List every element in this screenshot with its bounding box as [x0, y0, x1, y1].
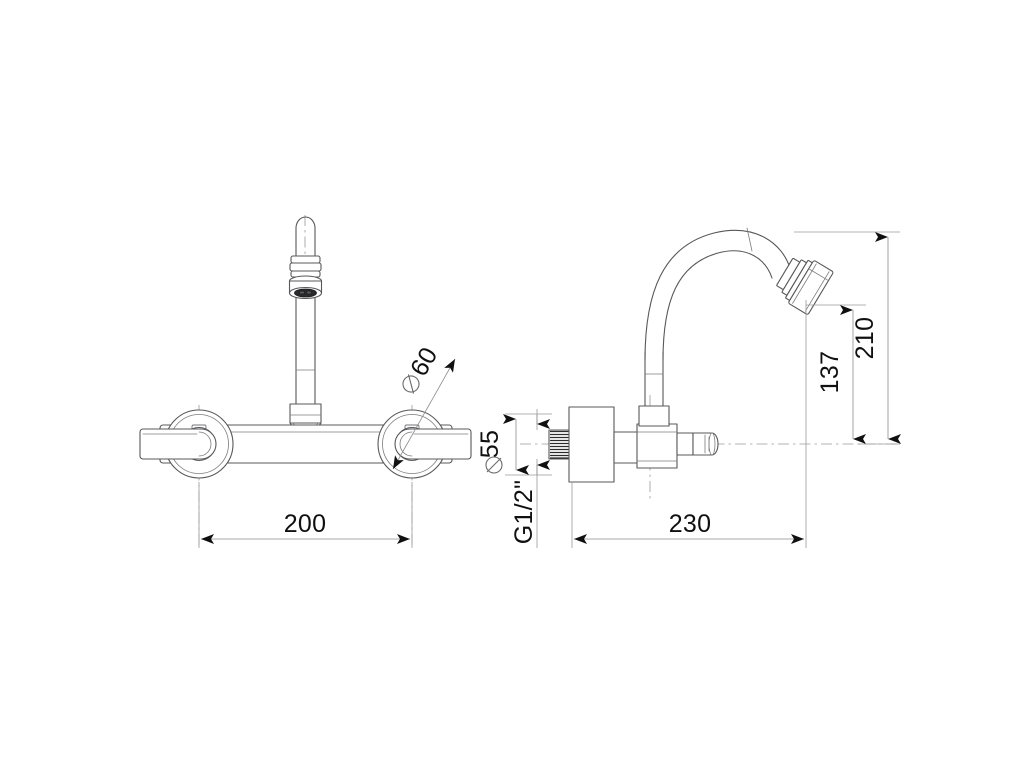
side-handle-stub: [676, 432, 719, 456]
dimension-label-137: 137: [816, 351, 844, 394]
side-escutcheon-block: [568, 406, 615, 483]
front-view: 60 200: [139, 215, 472, 548]
dimension-inlet-centres: 55: [476, 413, 552, 476]
dimension-label-55: 55: [476, 430, 504, 458]
dimension-label-60: 60: [405, 342, 443, 381]
dimension-label-210: 210: [851, 317, 879, 360]
dimension-thread-size: G1/2": [510, 409, 550, 548]
dimension-centre-distance: 200: [198, 482, 413, 548]
side-view: 55 G1/2" 230: [476, 227, 901, 548]
dimension-overall-height: 210: [794, 231, 901, 445]
side-riser: [638, 351, 670, 427]
thread-hatching: [550, 430, 571, 459]
side-inlet-thread: [548, 429, 573, 460]
front-right-handle-assembly: [377, 409, 472, 479]
front-spout: [288, 216, 323, 445]
dimension-spout-reach: 230: [571, 300, 807, 548]
side-body: [613, 423, 678, 469]
dimension-label-200: 200: [284, 510, 327, 538]
front-aerator: [288, 255, 323, 300]
dimension-label-230: 230: [669, 510, 712, 538]
dimension-label-thread: G1/2": [510, 480, 538, 545]
side-curved-spout: [644, 227, 791, 361]
side-aerator: [776, 257, 834, 315]
dimension-spout-outlet-height: 137: [806, 304, 866, 444]
front-left-handle-assembly: [139, 409, 234, 479]
